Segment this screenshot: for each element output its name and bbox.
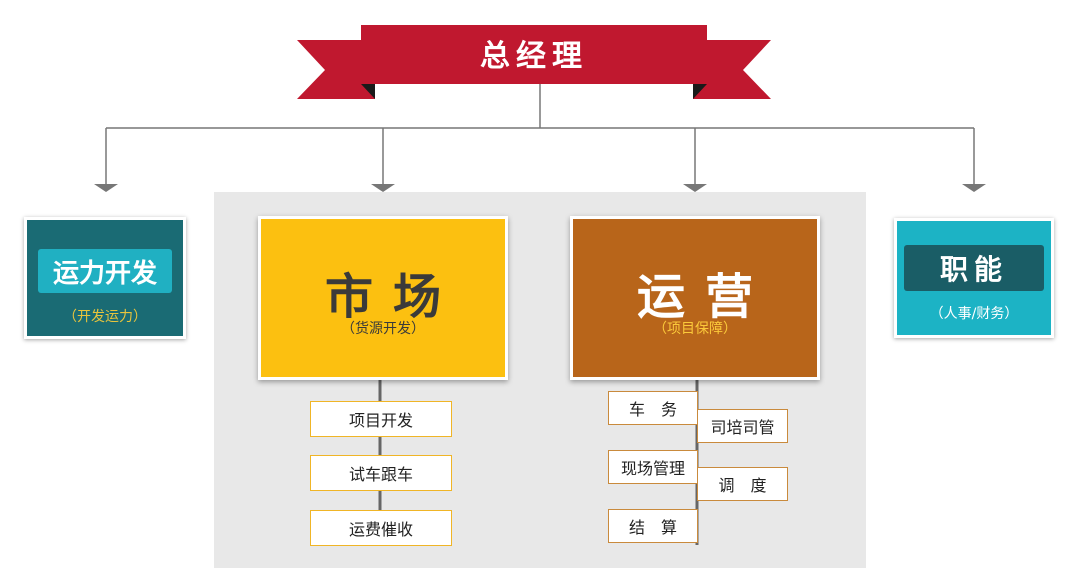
capacity-development-sub: （开发运力） (63, 309, 147, 325)
ops-item-settlement: 结 算 (608, 509, 698, 543)
ops-item-vehicle-affairs: 车 务 (608, 391, 698, 425)
operations-sub: （项目保障） (653, 321, 737, 337)
functions-sub: （人事/财务） (929, 306, 1019, 322)
market-box: 市场 （货源开发） (258, 216, 508, 380)
arrow-down-icon (683, 184, 707, 192)
market-item-freight-collection: 运费催收 (310, 510, 452, 546)
title-ribbon (297, 25, 771, 99)
arrow-down-icon (962, 184, 986, 192)
capacity-development-box: 运力开发 （开发运力） (24, 217, 186, 339)
market-item-project-dev: 项目开发 (310, 401, 452, 437)
ribbon-right-fold (693, 84, 707, 99)
market-sub: （货源开发） (341, 321, 425, 337)
ops-item-site-management: 现场管理 (608, 450, 698, 484)
market-title: 市场 (324, 269, 461, 325)
ops-item-dispatch: 调 度 (697, 467, 788, 501)
functions-box: 职能 （人事/财务） (894, 218, 1054, 338)
arrow-down-icon (94, 184, 118, 192)
operations-box: 运营 （项目保障） (570, 216, 820, 380)
ribbon-right-tail (693, 40, 771, 99)
ribbon-center (361, 25, 707, 84)
ops-item-driver-training: 司培司管 (697, 409, 788, 443)
functions-label: 职能 (904, 245, 1044, 291)
ribbon-left-fold (361, 84, 375, 99)
ribbon-left-tail (297, 40, 375, 99)
capacity-development-label: 运力开发 (38, 249, 172, 293)
general-manager-title: 总经理 (480, 38, 588, 74)
operations-title: 运营 (636, 269, 773, 325)
market-item-test-drive: 试车跟车 (310, 455, 452, 491)
arrow-down-icon (371, 184, 395, 192)
